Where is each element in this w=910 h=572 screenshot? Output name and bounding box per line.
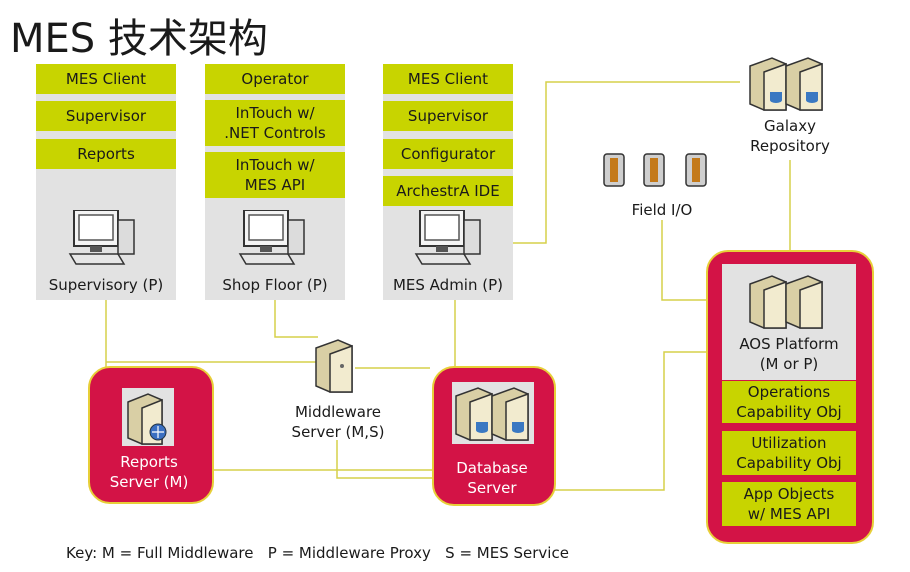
supervisory-node-label: Supervisory (P) (48, 276, 164, 294)
aos-item-utilization: Utilization Capability Obj (722, 431, 856, 475)
legend-key: Key: M = Full Middleware P = Middleware … (66, 544, 569, 562)
galaxy-repository-label: Galaxy Repository (750, 117, 830, 155)
aos-item-utilization-text: Utilization Capability Obj (736, 434, 842, 472)
shopfloor-item-2-text: InTouch w/ .NET Controls (224, 104, 326, 142)
aos-platform-label: AOS Platform (M or P) (739, 335, 839, 373)
aos-item-operations: Operations Capability Obj (722, 381, 856, 423)
admin-node-label: MES Admin (P) (392, 276, 504, 294)
admin-item-1: MES Client (383, 64, 513, 94)
shopfloor-item-3-text: InTouch w/ MES API (235, 156, 315, 194)
shopfloor-item-2: InTouch w/ .NET Controls (205, 100, 345, 146)
field-io-label: Field I/O (631, 201, 693, 219)
shopfloor-node-label: Shop Floor (P) (222, 276, 328, 294)
shopfloor-item-3: InTouch w/ MES API (205, 152, 345, 198)
server-pair-icon (455, 387, 529, 441)
server-pair-icon (749, 57, 823, 111)
supervisory-item-3: Reports (36, 139, 176, 169)
supervisory-item-1: MES Client (36, 64, 176, 94)
middleware-server-label: Middleware Server (M,S) (291, 403, 385, 441)
database-server-label: Database Server (456, 459, 528, 497)
shopfloor-item-1: Operator (205, 64, 345, 94)
page-title: MES 技术架构 (10, 16, 268, 62)
aos-item-operations-text: Operations Capability Obj (736, 383, 842, 421)
workstation-icon (68, 210, 135, 265)
admin-item-4: ArchestrA IDE (383, 176, 513, 206)
io-module-icon (603, 153, 707, 187)
server-icon (127, 393, 167, 445)
aos-item-app-objects: App Objects w/ MES API (722, 482, 856, 526)
reports-server-label: Reports Server (M) (109, 453, 189, 491)
aos-item-app-objects-text: App Objects w/ MES API (743, 485, 835, 523)
supervisory-item-2: Supervisor (36, 101, 176, 131)
admin-item-2: Supervisor (383, 101, 513, 131)
server-icon (315, 339, 353, 393)
workstation-icon (414, 210, 481, 265)
admin-item-3: Configurator (383, 139, 513, 169)
workstation-icon (238, 210, 305, 265)
server-pair-icon (749, 275, 823, 329)
